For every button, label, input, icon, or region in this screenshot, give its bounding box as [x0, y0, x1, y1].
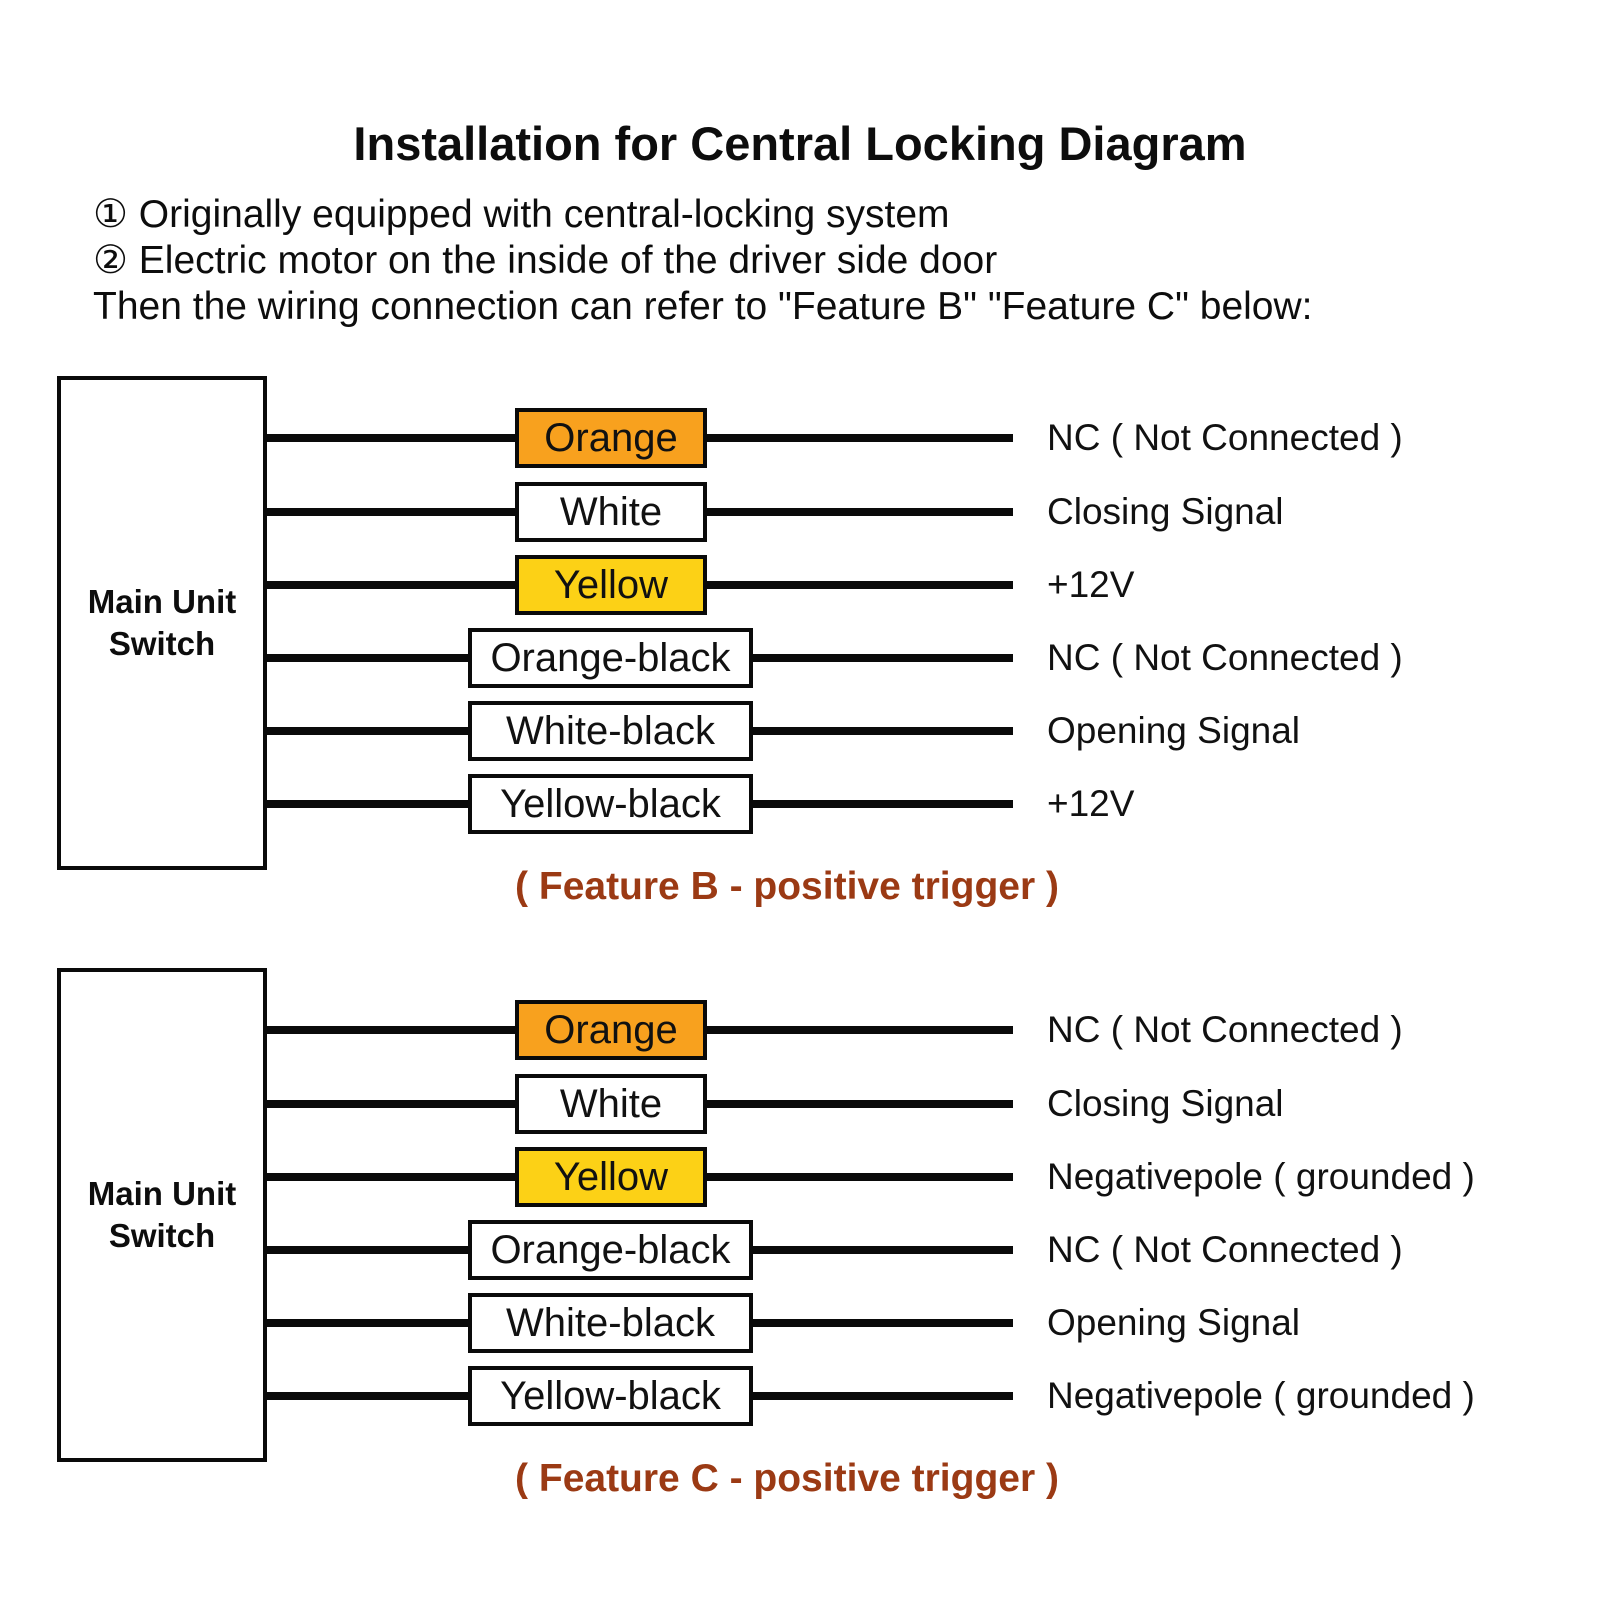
signal-label: Closing Signal [1047, 491, 1284, 532]
wire-left [263, 800, 470, 808]
page-title: Installation for Central Locking Diagram [353, 117, 1247, 170]
wire-color-label: Orange-black [490, 1227, 731, 1272]
wire-right [705, 434, 1013, 442]
signal-label: Negativepole ( grounded ) [1047, 1375, 1475, 1416]
wire-right [751, 1392, 1013, 1400]
wire-left [263, 727, 470, 735]
wire-left [263, 434, 517, 442]
signal-label: NC ( Not Connected ) [1047, 1229, 1403, 1270]
wire-left [263, 508, 517, 516]
wire-color-box: Orange-black [468, 1220, 753, 1280]
wire-color-box: White [515, 482, 707, 542]
wire-left [263, 1392, 470, 1400]
wire-color-box: Yellow [515, 555, 707, 615]
signal-label: Opening Signal [1047, 1302, 1301, 1343]
feature-b-diagram: Main Unit Switch Orange NC ( Not Connect… [0, 376, 1600, 936]
wire-color-box: Orange [515, 408, 707, 468]
wire-right [705, 1173, 1013, 1181]
wire-left [263, 1026, 517, 1034]
wire-color-label: Yellow-black [500, 781, 721, 826]
signal-label: Opening Signal [1047, 710, 1301, 751]
notes: ① Originally equipped with central-locki… [93, 192, 1313, 330]
wire-right [751, 1246, 1013, 1254]
signal-label: NC ( Not Connected ) [1047, 637, 1403, 678]
signal-label: +12V [1047, 783, 1135, 824]
wire-color-label: Yellow [553, 562, 669, 607]
note-1: ① Originally equipped with central-locki… [93, 193, 950, 236]
wire-right [751, 727, 1013, 735]
wire-left [263, 1319, 470, 1327]
wire-left [263, 654, 470, 662]
wire-color-box: White [515, 1074, 707, 1134]
wire-color-box: Orange-black [468, 628, 753, 688]
wire-right [705, 1100, 1013, 1108]
feature-c-diagram: Main Unit Switch Orange NC ( Not Connect… [0, 968, 1600, 1528]
wire-color-label: Orange [544, 415, 678, 460]
wire-color-label: Orange [544, 1007, 678, 1052]
main-unit-switch-box: Main Unit Switch [57, 968, 267, 1462]
wire-color-label: Yellow [553, 1154, 669, 1199]
signal-label: NC ( Not Connected ) [1047, 1009, 1403, 1050]
wire-color-label: Orange-black [490, 635, 731, 680]
main-unit-switch-label: Main Unit Switch [87, 1175, 237, 1254]
wire-color-label: White-black [506, 708, 715, 753]
wire-color-box: Yellow-black [468, 774, 753, 834]
feature-b-caption: ( Feature B - positive trigger ) [515, 865, 1059, 908]
wire-right [705, 508, 1013, 516]
wire-right [705, 1026, 1013, 1034]
feature-c-caption: ( Feature C - positive trigger ) [515, 1457, 1059, 1500]
wire-right [705, 581, 1013, 589]
wire-right [751, 654, 1013, 662]
wire-color-box: White-black [468, 701, 753, 761]
note-3: Then the wiring connection can refer to … [93, 285, 1313, 328]
wire-right [751, 1319, 1013, 1327]
signal-label: +12V [1047, 564, 1135, 605]
wire-color-box: Yellow-black [468, 1366, 753, 1426]
wire-color-box: Orange [515, 1000, 707, 1060]
wire-left [263, 1246, 470, 1254]
wire-color-label: Yellow-black [500, 1373, 721, 1418]
signal-label: Closing Signal [1047, 1083, 1284, 1124]
wire-left [263, 1173, 517, 1181]
note-2: ② Electric motor on the inside of the dr… [93, 239, 998, 282]
wire-color-label: White-black [506, 1300, 715, 1345]
wire-color-label: White [559, 489, 663, 534]
wire-right [751, 800, 1013, 808]
wire-left [263, 1100, 517, 1108]
wire-color-label: White [559, 1081, 663, 1126]
main-unit-switch-label: Main Unit Switch [87, 583, 237, 662]
wire-color-box: Yellow [515, 1147, 707, 1207]
signal-label: NC ( Not Connected ) [1047, 417, 1403, 458]
main-unit-switch-box: Main Unit Switch [57, 376, 267, 870]
signal-label: Negativepole ( grounded ) [1047, 1156, 1475, 1197]
wire-color-box: White-black [468, 1293, 753, 1353]
wire-left [263, 581, 517, 589]
